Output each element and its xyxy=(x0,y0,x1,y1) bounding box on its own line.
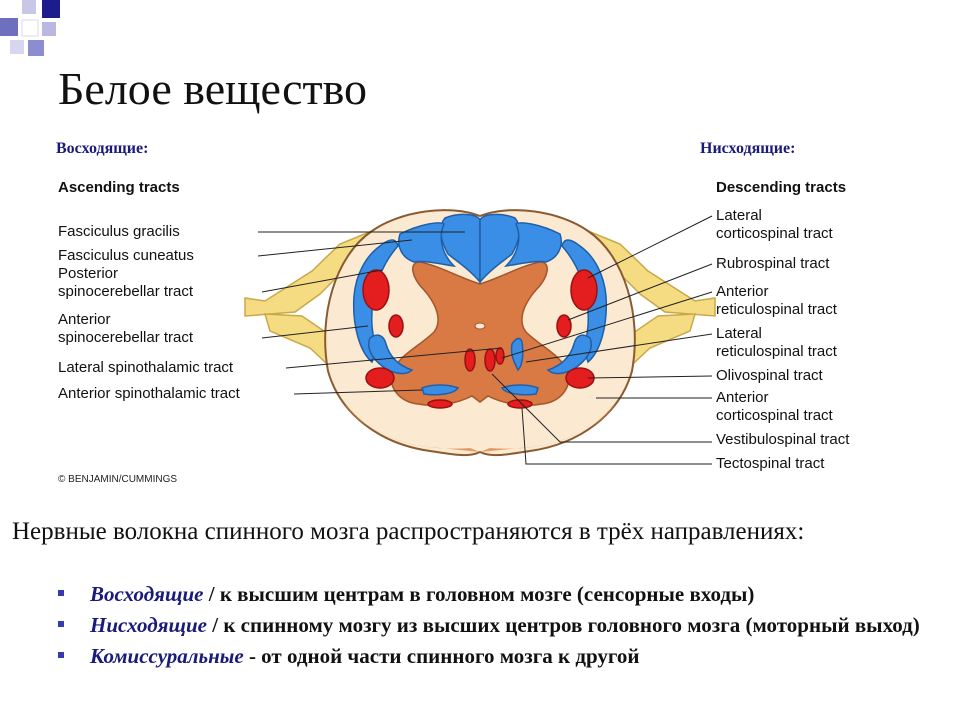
anterior-spinothalamic-shape xyxy=(421,384,460,396)
descending-labels: Lateral corticospinal tract Rubrospinal … xyxy=(716,207,850,472)
label-anterior-reticulospinal-2: reticulospinal tract xyxy=(716,301,838,318)
label-anterior-spinocerebellar-1: Anterior xyxy=(58,311,111,328)
label-fasciculus-gracilis: Fasciculus gracilis xyxy=(58,223,180,240)
label-anterior-spinothalamic: Anterior spinothalamic tract xyxy=(58,385,241,402)
bullet-term: Восходящие xyxy=(90,582,204,606)
bullet-list: Восходящие / к высшим центрам в головном… xyxy=(52,582,952,675)
bullet-term: Комиссуральные xyxy=(90,644,244,668)
label-anterior-corticospinal-2: corticospinal tract xyxy=(716,407,834,424)
fasciculus-cuneatus-shape xyxy=(398,222,457,268)
label-posterior-spinocerebellar-2: spinocerebellar tract xyxy=(58,283,194,300)
fasciculus-cuneatus-shape-right xyxy=(503,222,562,268)
descending-leader-lines xyxy=(491,215,713,465)
bullet-marker-icon xyxy=(58,590,64,596)
bullet-commissural: Комиссуральные - от одной части спинного… xyxy=(52,644,952,669)
label-anterior-spinocerebellar-2: spinocerebellar tract xyxy=(58,329,194,346)
lateral-reticulospinal-shape xyxy=(495,347,505,365)
olivospinal-shape xyxy=(365,367,395,389)
vestibulospinal-shape-right xyxy=(507,399,533,409)
label-lateral-reticulospinal-1: Lateral xyxy=(716,325,762,342)
ascending-tracts-header: Ascending tracts xyxy=(58,179,180,196)
bullet-text: / к высшим центрам в головном мозге (сен… xyxy=(203,582,755,606)
vestibulospinal-shape xyxy=(427,399,453,409)
rubrospinal-shape xyxy=(388,314,404,338)
anterior-spinocerebellar-shape xyxy=(368,334,414,375)
spinal-cord-diagram: Ascending tracts Descending tracts Fasci… xyxy=(58,179,850,485)
bullet-term: Нисходящие xyxy=(90,613,207,637)
label-tectospinal: Tectospinal tract xyxy=(716,455,825,472)
label-posterior-spinocerebellar-1: Posterior xyxy=(58,265,118,282)
label-olivospinal: Olivospinal tract xyxy=(716,367,824,384)
copyright-notice: © BENJAMIN/CUMMINGS xyxy=(58,474,177,485)
lateral-corticospinal-shape xyxy=(362,269,390,311)
bullet-marker-icon xyxy=(58,652,64,658)
descending-label: Нисходящие: xyxy=(700,140,796,157)
bullet-text: / к спинному мозгу из высших центров гол… xyxy=(207,613,920,637)
lateral-corticospinal-shape-right xyxy=(570,269,598,311)
ascending-leader-lines xyxy=(257,231,503,395)
label-vestibulospinal: Vestibulospinal tract xyxy=(716,431,850,448)
label-rubrospinal: Rubrospinal tract xyxy=(716,255,830,272)
label-lateral-corticospinal-1: Lateral xyxy=(716,207,762,224)
bullet-marker-icon xyxy=(58,621,64,627)
bullet-ascending: Восходящие / к высшим центрам в головном… xyxy=(52,582,952,607)
bullet-descending: Нисходящие / к спинному мозгу из высших … xyxy=(52,613,952,638)
label-lateral-reticulospinal-2: reticulospinal tract xyxy=(716,343,838,360)
slide-title: Белое вещество xyxy=(58,63,368,114)
anterior-spinocerebellar-shape-right xyxy=(546,334,592,375)
ascending-tracts-shapes xyxy=(352,213,608,396)
label-anterior-corticospinal-1: Anterior xyxy=(716,389,769,406)
anterior-corticospinal-shape xyxy=(464,348,476,372)
label-lateral-spinothalamic: Lateral spinothalamic tract xyxy=(58,359,234,376)
label-fasciculus-cuneatus: Fasciculus cuneatus xyxy=(58,247,194,264)
bullet-text: - от одной части спинного мозга к другой xyxy=(243,644,640,668)
descending-tracts-shapes xyxy=(362,269,598,409)
rubrospinal-shape-right xyxy=(556,314,572,338)
gray-matter xyxy=(390,261,570,407)
ascending-label: Восходящие: xyxy=(56,140,149,157)
decorative-corner-squares xyxy=(0,0,60,56)
ascending-labels: Fasciculus gracilis Fasciculus cuneatus … xyxy=(58,223,241,402)
descending-tracts-header: Descending tracts xyxy=(716,179,846,196)
central-canal xyxy=(474,322,486,330)
label-lateral-corticospinal-2: corticospinal tract xyxy=(716,225,834,242)
lead-sentence: Нервные волокна спинного мозга распростр… xyxy=(12,518,805,545)
anterior-corticospinal-shape-right xyxy=(484,348,496,372)
label-anterior-reticulospinal-1: Anterior xyxy=(716,283,769,300)
